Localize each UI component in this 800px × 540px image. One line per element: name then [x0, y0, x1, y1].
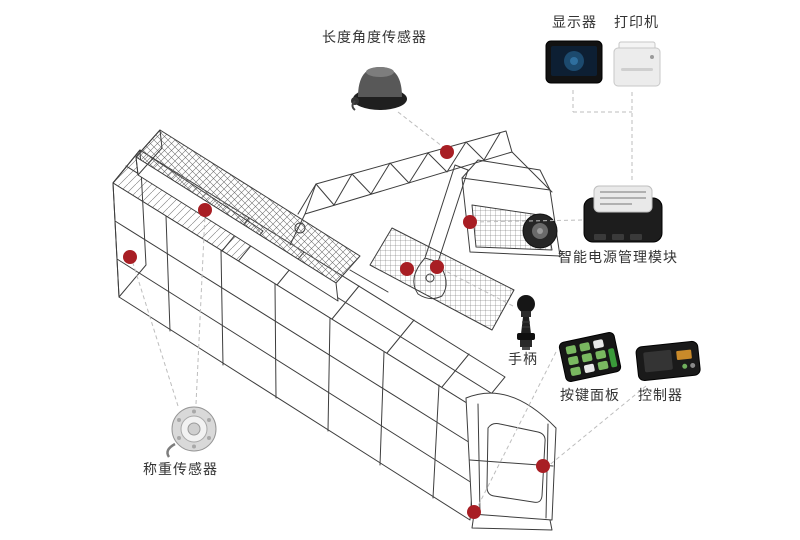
- keypad-figure: [556, 328, 624, 390]
- location-marker-mid-frame-point-a: [400, 262, 414, 276]
- connector-sensor-to-boom: [397, 111, 448, 151]
- connector-module-to-turret: [472, 219, 583, 223]
- length-angle-sensor-figure: [348, 55, 412, 117]
- label-load-sensor: 称重传感器: [143, 462, 218, 478]
- label-handle: 手柄: [508, 352, 538, 368]
- label-keypad: 按键面板: [560, 388, 620, 404]
- location-marker-upper-beam-point: [198, 203, 212, 217]
- location-marker-front-panel-point-a: [536, 459, 550, 473]
- controller-figure: [634, 334, 702, 390]
- location-marker-beam-end-point: [123, 250, 137, 264]
- display-image: [545, 40, 603, 84]
- length-angle-sensor-image: [351, 67, 407, 111]
- label-printer: 打印机: [614, 15, 659, 31]
- load-sensor-image: [166, 406, 217, 458]
- printer-figure: [612, 40, 662, 94]
- label-length-angle-sensor: 长度角度传感器: [322, 30, 427, 46]
- connector-loadcell-to-beam-end: [131, 259, 179, 407]
- connector-keypad-to-front: [476, 351, 557, 509]
- location-marker-front-panel-point-b: [467, 505, 481, 519]
- load-sensor-figure: [162, 402, 222, 462]
- label-power-module: 智能电源管理模块: [558, 250, 678, 266]
- controller-image: [635, 340, 701, 382]
- connector-controller-to-front: [546, 385, 647, 468]
- location-marker-mid-frame-point-b: [430, 260, 444, 274]
- power-module-figure: [582, 182, 664, 250]
- handle-figure: [508, 294, 544, 354]
- connector-loadcell-to-upper-beam: [195, 213, 206, 405]
- label-controller: 控制器: [638, 388, 683, 404]
- display-figure: [545, 40, 603, 90]
- power-module-image: [583, 185, 663, 243]
- connector-handle-to-frame: [439, 267, 514, 307]
- printer-image: [613, 41, 661, 87]
- location-marker-boom-point: [440, 145, 454, 159]
- handle-image: [517, 295, 535, 350]
- label-display: 显示器: [552, 15, 597, 31]
- location-marker-turret-point: [463, 215, 477, 229]
- keypad-image: [558, 332, 622, 382]
